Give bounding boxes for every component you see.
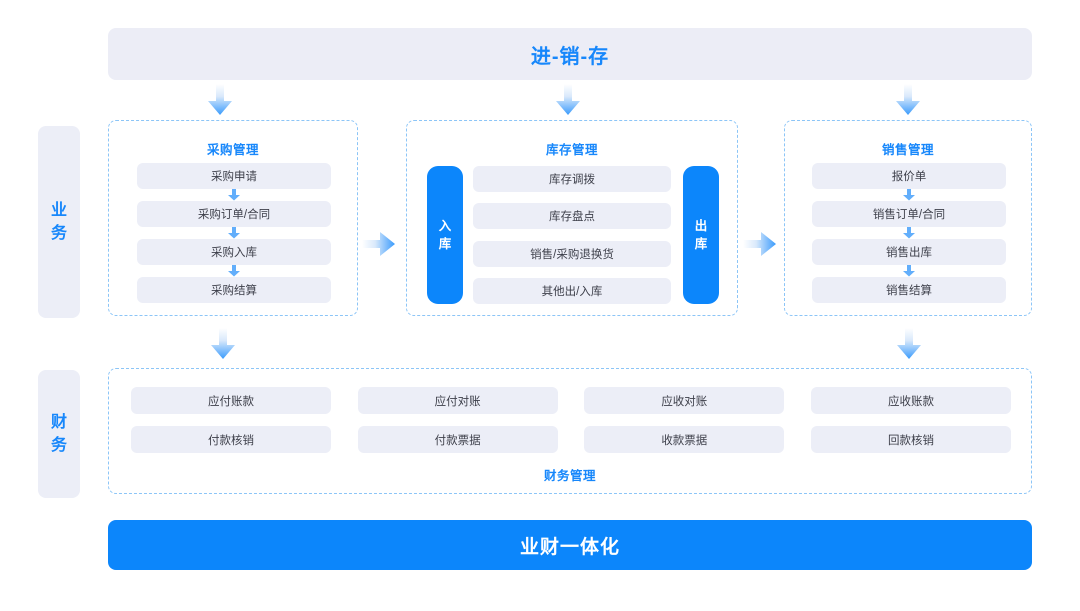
- arrow-down-icon: [207, 84, 233, 116]
- section-sales-title: 销售管理: [881, 143, 934, 157]
- list-item[interactable]: 库存调拨: [473, 166, 671, 192]
- inbound-bar[interactable]: 入 库: [427, 166, 463, 304]
- section-finance-title: 财务管理: [543, 469, 596, 483]
- list-item[interactable]: 库存盘点: [473, 203, 671, 230]
- list-item[interactable]: 收款票据: [584, 426, 785, 453]
- list-item[interactable]: 销售/采购退换货: [473, 240, 671, 267]
- list-item[interactable]: 应收对账: [584, 387, 785, 414]
- list-item[interactable]: 回款核销: [810, 426, 1011, 453]
- list-item[interactable]: 付款核销: [131, 426, 331, 453]
- mini-arrow-down-icon: [812, 265, 1006, 277]
- row-label-finance-char-1: 财: [50, 413, 67, 431]
- list-item[interactable]: 销售出库: [812, 239, 1006, 265]
- arrow-right-icon: [362, 230, 396, 258]
- arrow-down-icon: [896, 328, 922, 360]
- row-label-business-char-1: 业: [50, 201, 67, 219]
- row-label-finance: 财 务: [38, 370, 80, 498]
- section-inventory-title: 库存管理: [545, 143, 598, 157]
- arrow-down-icon: [895, 84, 921, 116]
- inbound-bar-char-1: 入: [438, 218, 452, 233]
- inventory-item-list: 库存调拨 库存盘点 销售/采购退换货 其他出/入库: [473, 166, 671, 304]
- list-item[interactable]: 销售结算: [812, 277, 1006, 303]
- section-purchase: 采购管理 采购申请 采购订单/合同 采购入库 采购结算: [108, 120, 358, 316]
- list-item[interactable]: 应付账款: [131, 387, 331, 414]
- purchase-item-list: 采购申请 采购订单/合同 采购入库 采购结算: [137, 163, 331, 303]
- sales-item-list: 报价单 销售订单/合同 销售出库 销售结算: [812, 163, 1006, 303]
- list-item[interactable]: 销售订单/合同: [812, 201, 1006, 227]
- outbound-bar-char-2: 库: [694, 237, 708, 251]
- section-inventory: 库存管理 入 库 库存调拨 库存盘点 销售/采购退换货 其他出/入库 出 库: [406, 120, 738, 316]
- row-label-finance-char-2: 务: [50, 437, 67, 454]
- list-item[interactable]: 应付对账: [357, 387, 558, 414]
- list-item[interactable]: 采购申请: [137, 163, 331, 189]
- row-label-business: 业 务: [38, 126, 80, 318]
- outbound-bar-char-1: 出: [694, 218, 708, 233]
- section-sales: 销售管理 报价单 销售订单/合同 销售出库 销售结算: [784, 120, 1032, 316]
- finance-item-grid: 应付账款 应付对账 应收对账 应收账款 付款核销 付款票据 收款票据 回款核销: [131, 387, 1011, 453]
- bottom-banner: 业财一体化: [108, 520, 1032, 570]
- list-item[interactable]: 采购订单/合同: [137, 201, 331, 227]
- inbound-bar-char-2: 库: [438, 237, 452, 251]
- list-item[interactable]: 报价单: [812, 163, 1006, 189]
- mini-arrow-down-icon: [812, 189, 1006, 201]
- mini-arrow-down-icon: [137, 227, 331, 239]
- outbound-bar[interactable]: 出 库: [683, 166, 719, 304]
- list-item[interactable]: 采购入库: [137, 239, 331, 265]
- row-label-business-char-2: 务: [50, 225, 67, 242]
- top-banner: 进-销-存: [108, 28, 1032, 80]
- bottom-banner-title: 业财一体化: [519, 536, 620, 558]
- arrow-down-icon: [555, 84, 581, 116]
- list-item[interactable]: 应收账款: [810, 387, 1011, 414]
- arrow-right-icon: [743, 230, 777, 258]
- list-item[interactable]: 采购结算: [137, 277, 331, 303]
- mini-arrow-down-icon: [812, 227, 1006, 239]
- section-finance: 应付账款 应付对账 应收对账 应收账款 付款核销 付款票据 收款票据 回款核销 …: [108, 368, 1032, 494]
- mini-arrow-down-icon: [137, 189, 331, 201]
- top-banner-title: 进-销-存: [530, 45, 610, 68]
- section-purchase-title: 采购管理: [206, 143, 259, 157]
- list-item[interactable]: 其他出/入库: [473, 277, 671, 304]
- arrow-down-icon: [210, 328, 236, 360]
- list-item[interactable]: 付款票据: [357, 426, 558, 453]
- mini-arrow-down-icon: [137, 265, 331, 277]
